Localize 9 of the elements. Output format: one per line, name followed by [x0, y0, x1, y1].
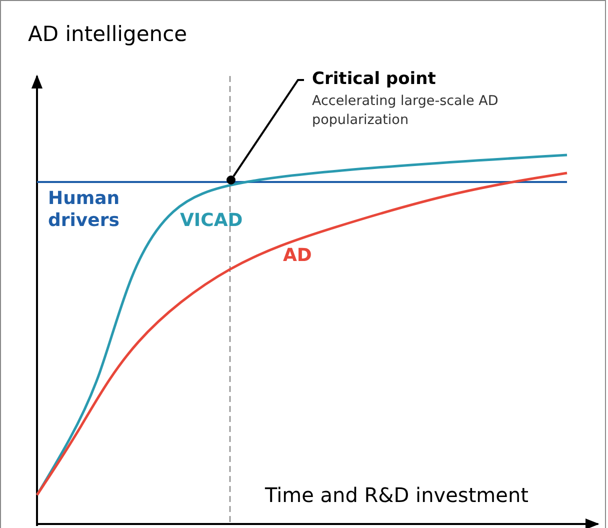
x-axis-title: Time and R&D investment: [265, 483, 528, 507]
critical-point-dot: [226, 176, 236, 184]
callout-title: Critical point: [312, 68, 437, 91]
y-axis-title: AD intelligence: [28, 22, 188, 48]
curve-label: Human drivers: [48, 188, 121, 232]
leader-line: [232, 79, 304, 177]
curve-label: AD: [283, 245, 312, 267]
callout-text: Accelerating large-scale AD popularization: [312, 92, 500, 130]
curve-label: VICAD: [180, 210, 243, 232]
